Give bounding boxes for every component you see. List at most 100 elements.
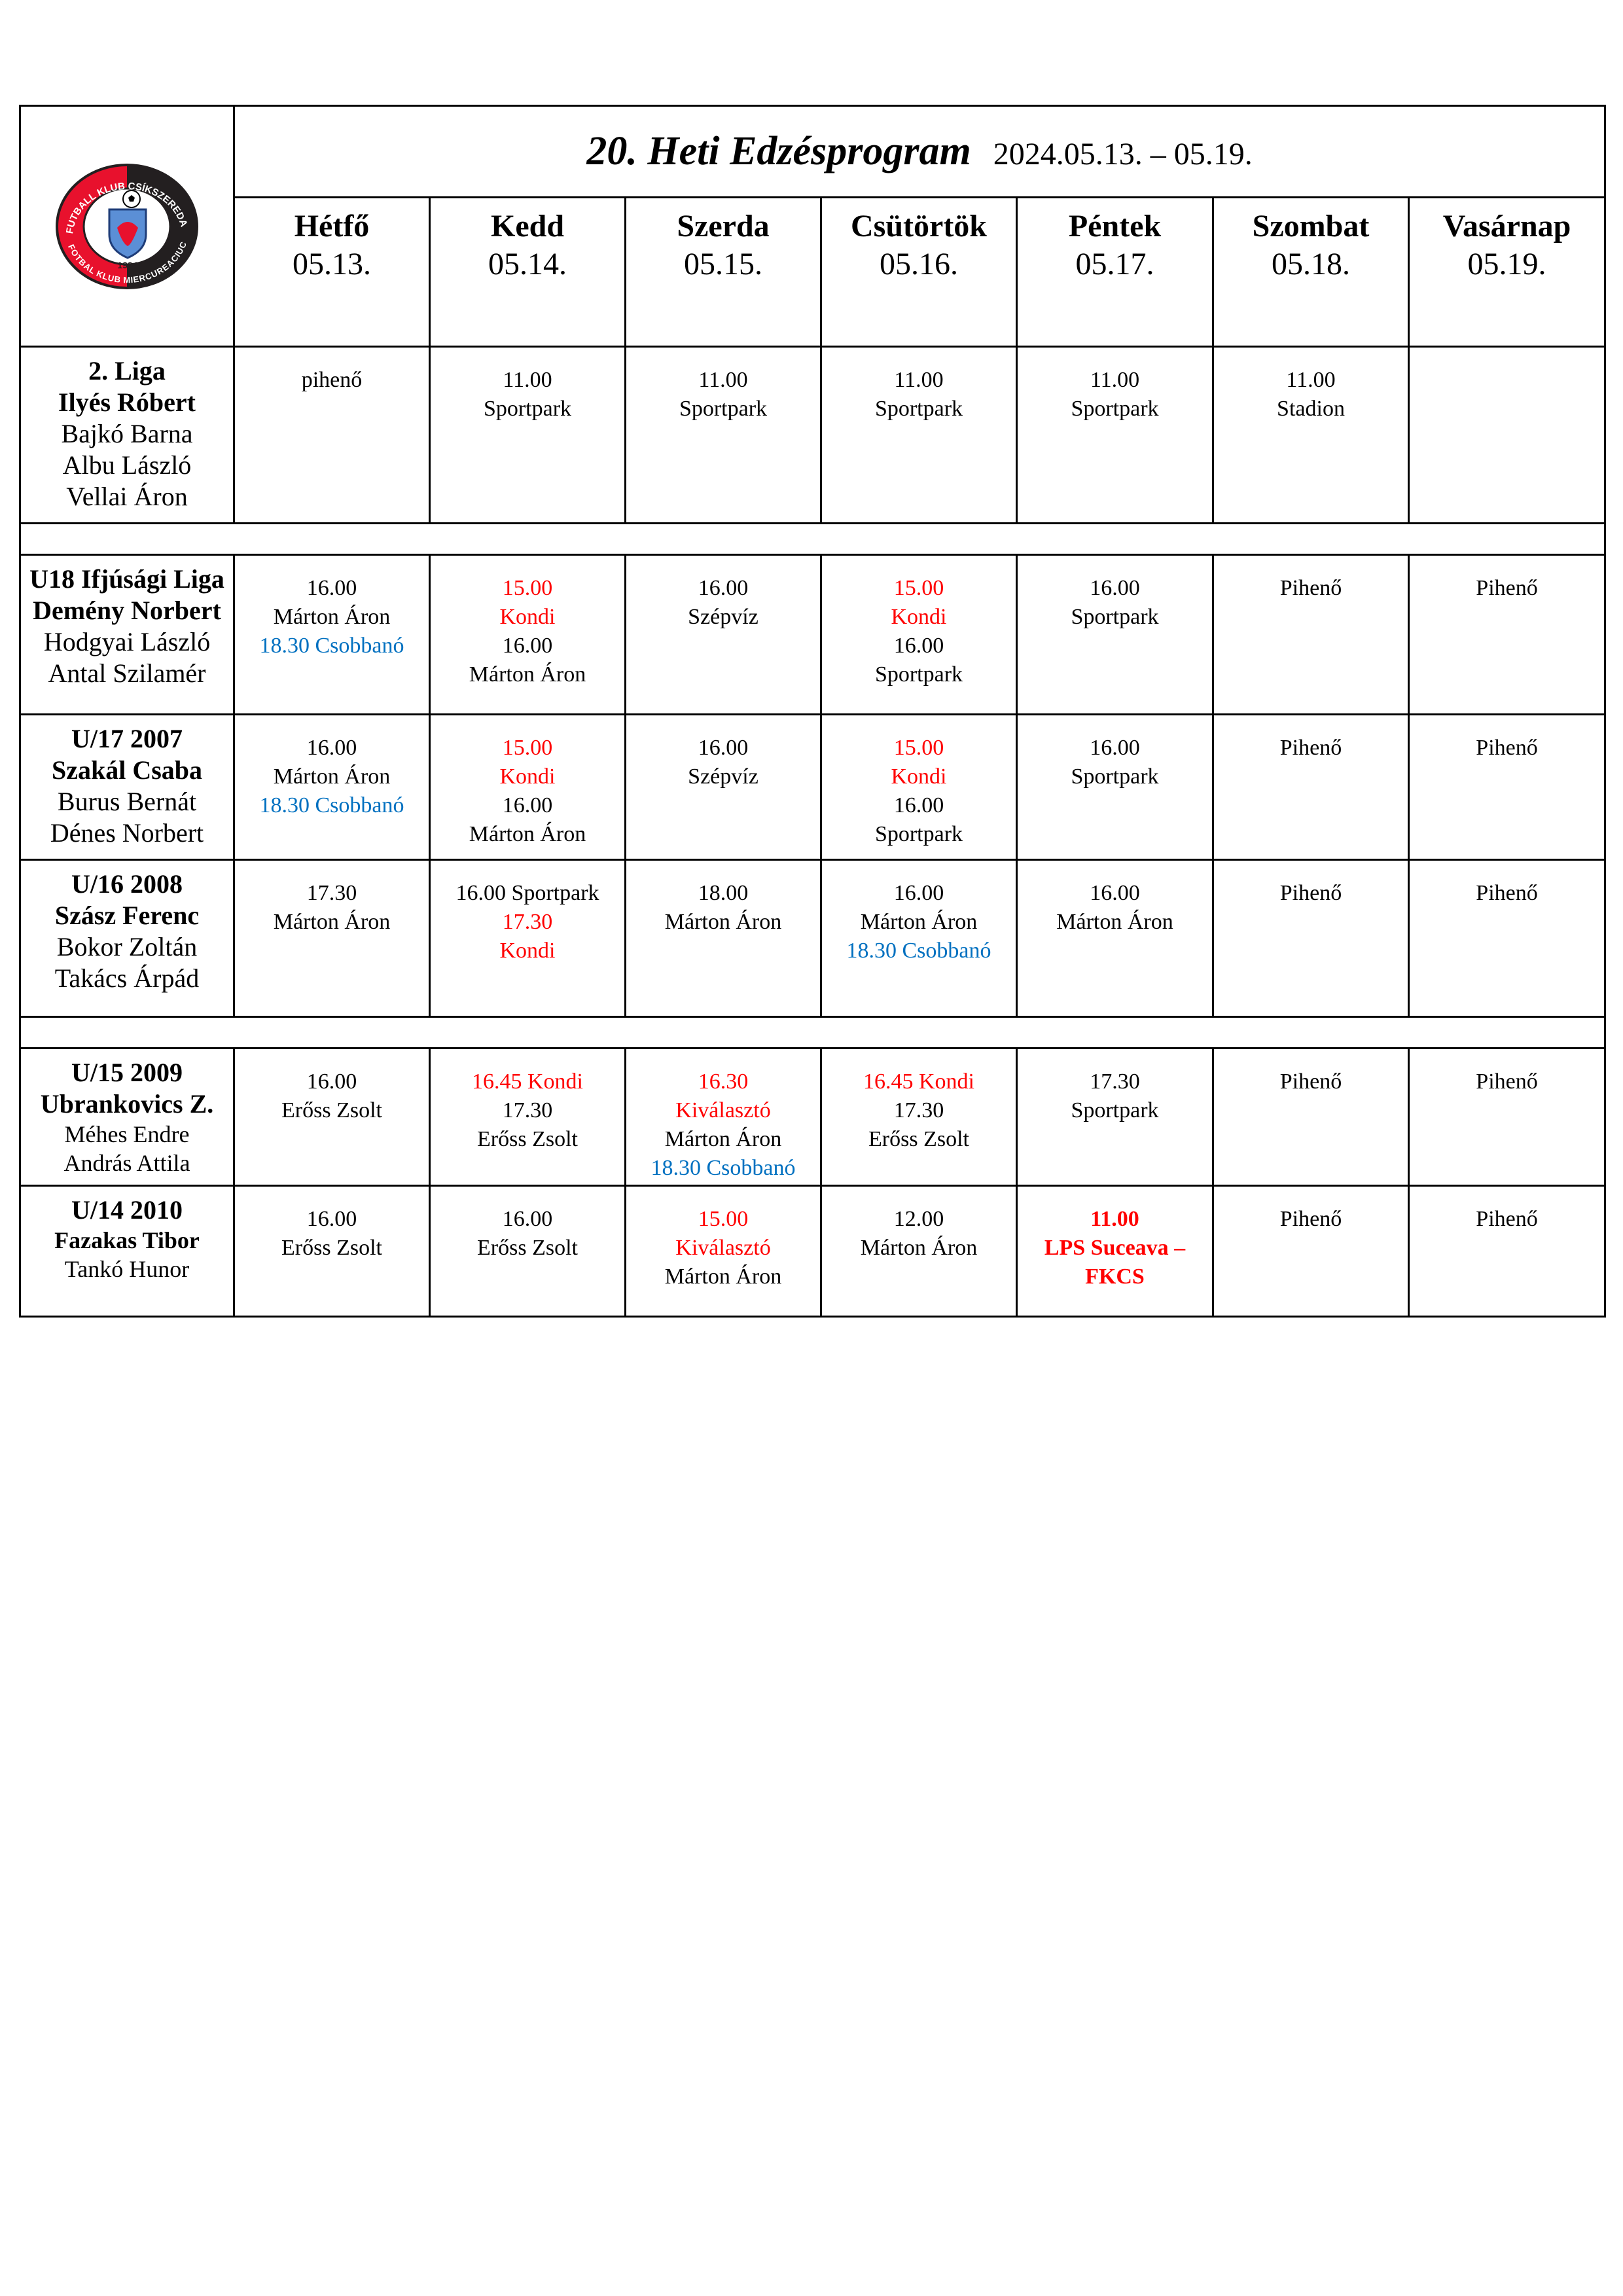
session-line: Erőss Zsolt [477, 1127, 578, 1151]
coach-name: Demény Norbert [33, 596, 221, 625]
session-line: 11.00 [1090, 368, 1140, 392]
session-cell-05.13.: pihenő [233, 346, 431, 524]
session-line: Pihenő [1279, 576, 1342, 600]
session-line: 12.00 [893, 1207, 944, 1231]
session-line: 18.30 Csobbanó [846, 939, 991, 963]
session-line: pihenő [301, 368, 363, 392]
session-line: 18.00 [698, 881, 749, 905]
coach-name: Fazakas Tibor [54, 1227, 200, 1253]
session-line: Pihenő [1279, 881, 1342, 905]
session-line: 18.30 Csobbanó [259, 793, 404, 817]
coach-name: Méhes Endre [64, 1121, 190, 1147]
coach-name: Tankó Hunor [64, 1256, 190, 1282]
session-line: Pihenő [1476, 576, 1538, 600]
session-cell-05.19.: Pihenő [1407, 859, 1607, 1018]
session-line: Sportpark [874, 397, 963, 421]
session-line: 15.00 [502, 736, 553, 760]
session-cell-05.19.: Pihenő [1407, 1185, 1607, 1318]
session-cell-05.18.: Pihenő [1212, 554, 1410, 715]
session-line: Sportpark [483, 397, 572, 421]
team-name: U/15 2009 [71, 1058, 183, 1087]
session-line: 16.00 [698, 576, 749, 600]
day-date: 05.19. [1467, 247, 1546, 281]
day-date: 05.16. [880, 247, 958, 281]
day-name: Kedd [490, 209, 565, 243]
session-line: Sportpark [1071, 605, 1159, 629]
session-line: Sportpark [874, 662, 963, 687]
session-line: 16.00 [1090, 881, 1140, 905]
coach-name: Vellai Áron [66, 482, 188, 511]
title-cell: 20. Heti Edzésprogram 2024.05.13. – 05.19… [232, 105, 1607, 198]
coach-name: Bajkó Barna [61, 419, 193, 448]
coach-name: Dénes Norbert [50, 818, 204, 848]
spacer-cell [18, 522, 1607, 556]
club-logo: FUTBALL KLUB CSÍKSZEREDA FOTBAL KLUB MIE… [56, 163, 198, 289]
club-logo-cell: FUTBALL KLUB CSÍKSZEREDA FOTBAL KLUB MIE… [19, 105, 235, 348]
session-line: Márton Áron [1056, 910, 1173, 934]
page-title: 20. Heti Edzésprogram [586, 129, 971, 173]
session-line: Márton Áron [860, 1236, 978, 1260]
session-line: 16.00 [306, 1207, 357, 1231]
session-line: 16.00 [1090, 736, 1140, 760]
team-name: U/14 2010 [71, 1195, 183, 1225]
session-line: Sportpark [1071, 764, 1159, 789]
day-name: Szerda [677, 209, 770, 243]
spacer-cell [18, 1016, 1607, 1049]
session-line: Márton Áron [273, 605, 391, 629]
session-line: Pihenő [1279, 1069, 1342, 1094]
session-line: 11.00 [698, 368, 748, 392]
session-line: 16.00 [502, 1207, 553, 1231]
session-line: 16.00 [306, 736, 357, 760]
session-cell-05.19. [1407, 346, 1607, 524]
session-line: Szépvíz [688, 605, 758, 629]
session-line: 11.00 [1090, 1207, 1139, 1231]
session-line: Márton Áron [273, 910, 391, 934]
session-line: 11.00 [894, 368, 944, 392]
session-line: Stadion [1277, 397, 1345, 421]
day-date: 05.13. [293, 247, 371, 281]
coach-name: Takács Árpád [54, 963, 200, 993]
session-line: Márton Áron [469, 822, 586, 846]
session-cell-05.19.: Pihenő [1407, 554, 1607, 715]
session-line: Kiválasztó [675, 1236, 771, 1260]
session-line: Pihenő [1476, 1207, 1538, 1231]
session-line: 15.00 [893, 576, 944, 600]
session-line: Márton Áron [469, 662, 586, 687]
session-line: Sportpark [1071, 1098, 1159, 1122]
session-line: 16.00 [502, 793, 553, 817]
session-line: Pihenő [1476, 881, 1538, 905]
coach-name: Szász Ferenc [54, 901, 200, 930]
session-line: Kiválasztó [675, 1098, 771, 1122]
coach-name: Hodgyai László [43, 627, 211, 656]
session-line: FKCS [1085, 1265, 1145, 1289]
session-line: 18.30 Csobbanó [259, 634, 404, 658]
date-range: 2024.05.13. – 05.19. [993, 137, 1253, 171]
session-line: Márton Áron [860, 910, 978, 934]
session-line: 16.00 [306, 576, 357, 600]
session-line: Kondi [891, 764, 947, 789]
